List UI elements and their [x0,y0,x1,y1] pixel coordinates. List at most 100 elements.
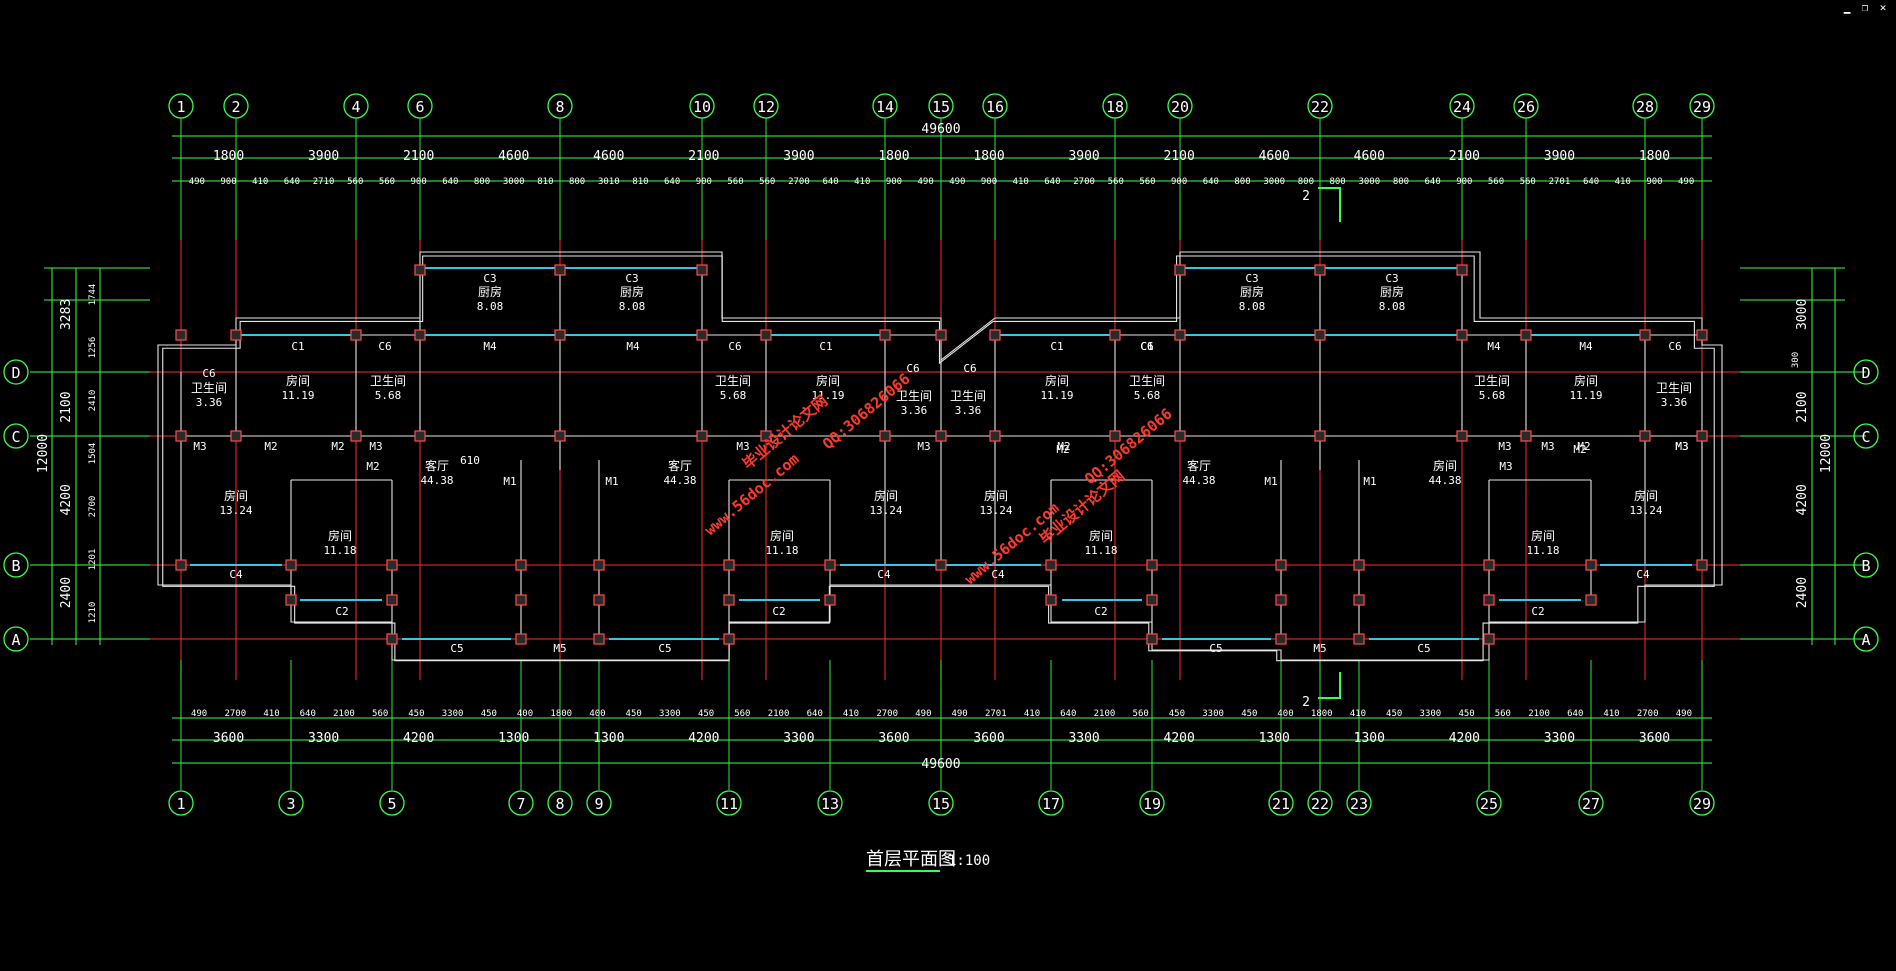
door-window-code: C1 [291,340,304,353]
axis-bottom-8[interactable]: 8 [547,790,573,816]
axis-top-circle [872,93,898,119]
axis-top-1[interactable]: 1 [168,93,194,119]
axis-bottom-13[interactable]: 13 [817,790,843,816]
door-window-code: C4 [1636,568,1650,581]
room-area: 13.24 [219,504,252,517]
door-window-code: M1 [1264,475,1277,488]
column-16 [1696,329,1708,341]
section-mark-label: 2 [1302,189,1310,204]
column-36 [1456,430,1468,442]
axis-bottom-circle [1578,790,1604,816]
axis-top-8[interactable]: 8 [547,93,573,119]
axis-bottom-circle [1038,790,1064,816]
axis-top-16[interactable]: 16 [982,93,1008,119]
top-dim-row2: 800 [569,177,585,187]
axis-left-C[interactable]: C [3,423,29,449]
axis-top-circle [689,93,715,119]
axis-bottom-1[interactable]: 1 [168,790,194,816]
axis-top-2[interactable]: 2 [223,93,249,119]
column-18 [554,264,566,276]
bottom-dim-row1: 1300 [1354,731,1385,746]
minimize-button[interactable]: ▁ [1843,1,1851,14]
top-dim-row1: 1800 [1639,149,1670,164]
axis-top-4[interactable]: 4 [343,93,369,119]
left-dim-outer: 2400 [59,577,74,608]
axis-right-A[interactable]: A [1853,626,1879,652]
top-dim-row2: 3010 [598,177,620,187]
top-dim-row2: 900 [1646,177,1662,187]
bottom-dim-row2: 2100 [333,709,355,719]
axis-bottom-22[interactable]: 22 [1307,790,1333,816]
axis-bottom-27[interactable]: 27 [1578,790,1604,816]
top-dim-row2: 560 [379,177,395,187]
axis-top-29[interactable]: 29 [1689,93,1715,119]
column-41 [285,559,297,571]
axis-side-label: D [1861,364,1870,382]
bottom-dim-row1: 3600 [1639,731,1670,746]
room-area: 13.24 [979,504,1012,517]
axis-top-circle [1689,93,1715,119]
restore-button[interactable]: ❐ [1861,1,1869,14]
axis-bottom-29[interactable]: 29 [1689,790,1715,816]
axis-top-10[interactable]: 10 [689,93,715,119]
column-37 [1520,430,1532,442]
close-button[interactable]: ✕ [1879,1,1887,14]
column-28 [696,430,708,442]
left-dim-total: 12000 [36,434,51,473]
axis-side-circle [1853,359,1879,385]
bottom-dim-row2: 490 [951,709,967,719]
door-window-code: M5 [553,642,566,655]
axis-bottom-23[interactable]: 23 [1346,790,1372,816]
bottom-dim-row1: 3600 [213,731,244,746]
column-54 [1696,559,1708,571]
column-20 [1174,264,1186,276]
axis-top-15[interactable]: 15 [928,93,954,119]
top-dim-row2: 3000 [1263,177,1285,187]
top-dim-row2: 900 [1456,177,1472,187]
axis-top-circle [753,93,779,119]
axis-bottom-5[interactable]: 5 [379,790,405,816]
left-dim-inner: 1504 [88,443,98,465]
axis-bottom-19[interactable]: 19 [1139,790,1165,816]
axis-top-label: 8 [555,98,564,116]
bottom-dim-row1: 1300 [498,731,529,746]
axis-bottom-9[interactable]: 9 [586,790,612,816]
axis-top-6[interactable]: 6 [407,93,433,119]
axis-bottom-21[interactable]: 21 [1268,790,1294,816]
axis-top-22[interactable]: 22 [1307,93,1333,119]
bottom-dim-row2: 410 [1350,709,1366,719]
axis-top-12[interactable]: 12 [753,93,779,119]
room-name: 房间 [1433,458,1457,473]
column-10 [1109,329,1121,341]
axis-right-B[interactable]: B [1853,552,1879,578]
axis-top-20[interactable]: 20 [1167,93,1193,119]
room-name: 卫生间 [715,374,751,388]
axis-left-A[interactable]: A [3,626,29,652]
column-50 [1275,559,1287,571]
axis-top-14[interactable]: 14 [872,93,898,119]
axis-bottom-15[interactable]: 15 [928,790,954,816]
axis-bottom-11[interactable]: 11 [716,790,742,816]
axis-top-28[interactable]: 28 [1632,93,1658,119]
bottom-dim-row2: 1800 [550,709,572,719]
column-31 [935,430,947,442]
axis-bottom-25[interactable]: 25 [1476,790,1502,816]
axis-bottom-7[interactable]: 7 [508,790,534,816]
column-32 [989,430,1001,442]
axis-left-B[interactable]: B [3,552,29,578]
axis-top-18[interactable]: 18 [1102,93,1128,119]
door-window-code: M3 [917,440,930,453]
axis-right-C[interactable]: C [1853,423,1879,449]
axis-top-24[interactable]: 24 [1449,93,1475,119]
axis-top-26[interactable]: 26 [1513,93,1539,119]
axis-bottom-17[interactable]: 17 [1038,790,1064,816]
axis-bottom-3[interactable]: 3 [278,790,304,816]
axis-right-D[interactable]: D [1853,359,1879,385]
axis-left-D[interactable]: D [3,359,29,385]
